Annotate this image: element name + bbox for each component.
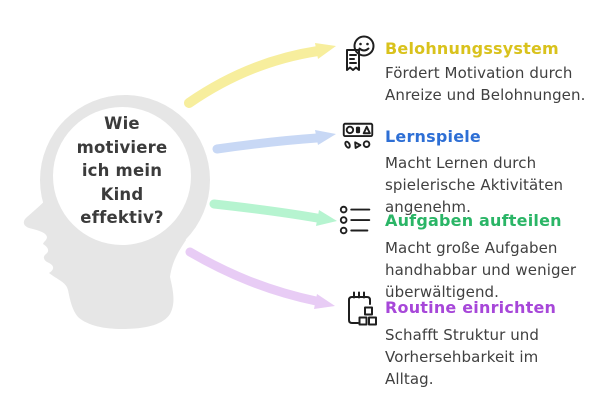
central-question: Wie motiviere ich mein Kind effektiv? bbox=[42, 112, 202, 230]
item-title: Belohnungssystem bbox=[385, 39, 559, 58]
arrow-belohnungssystem bbox=[184, 46, 323, 108]
item-description: Macht große Aufgaben handhabbar und weni… bbox=[385, 237, 576, 303]
desc-line: Macht Lernen durch bbox=[385, 154, 537, 172]
desc-line: Alltag. bbox=[385, 370, 434, 388]
item-description: Macht Lernen durch spielerische Aktivitä… bbox=[385, 152, 563, 218]
question-line: effektiv? bbox=[80, 208, 164, 227]
desc-line: handhabbar und weniger bbox=[385, 261, 577, 279]
question-line: ich mein bbox=[81, 161, 163, 180]
learning-shapes-icon bbox=[342, 122, 374, 149]
desc-line: Anreize und Belohnungen. bbox=[385, 86, 586, 104]
question-line: Kind bbox=[100, 184, 144, 204]
arrowhead-aufgaben-aufteilen bbox=[316, 210, 337, 226]
item-description: Fördert Motivation durch Anreize und Bel… bbox=[385, 62, 586, 106]
routine-calendar-icon bbox=[348, 291, 377, 326]
arrow-lernspiele bbox=[212, 133, 322, 154]
item-title: Aufgaben aufteilen bbox=[385, 211, 562, 230]
desc-line: Schafft Struktur und bbox=[385, 326, 540, 344]
item-title: Lernspiele bbox=[385, 127, 481, 146]
arrow-routine-einrichten bbox=[185, 247, 321, 306]
desc-line: angenehm. bbox=[385, 198, 471, 216]
question-line: Wie bbox=[104, 114, 140, 133]
arrowhead-belohnungssystem bbox=[315, 43, 336, 59]
item-title: Routine einrichten bbox=[385, 298, 557, 317]
reward-smiley-icon bbox=[346, 35, 375, 71]
desc-line: spielerische Aktivitäten bbox=[385, 176, 564, 194]
desc-line: Fördert Motivation durch bbox=[385, 64, 573, 82]
desc-line: Vorhersehbarkeit im bbox=[385, 348, 539, 366]
arrowhead-lernspiele bbox=[315, 130, 336, 145]
arrowhead-routine-einrichten bbox=[314, 294, 335, 309]
thought-bubble bbox=[53, 107, 191, 245]
task-list-icon bbox=[339, 205, 371, 235]
arrow-aufgaben-aufteilen bbox=[209, 199, 322, 223]
desc-line: Macht große Aufgaben bbox=[385, 239, 558, 257]
desc-line: überwältigend. bbox=[385, 283, 500, 301]
item-description: Schafft Struktur und Vorhersehbarkeit im… bbox=[385, 324, 539, 390]
question-line: motiviere bbox=[76, 137, 168, 157]
